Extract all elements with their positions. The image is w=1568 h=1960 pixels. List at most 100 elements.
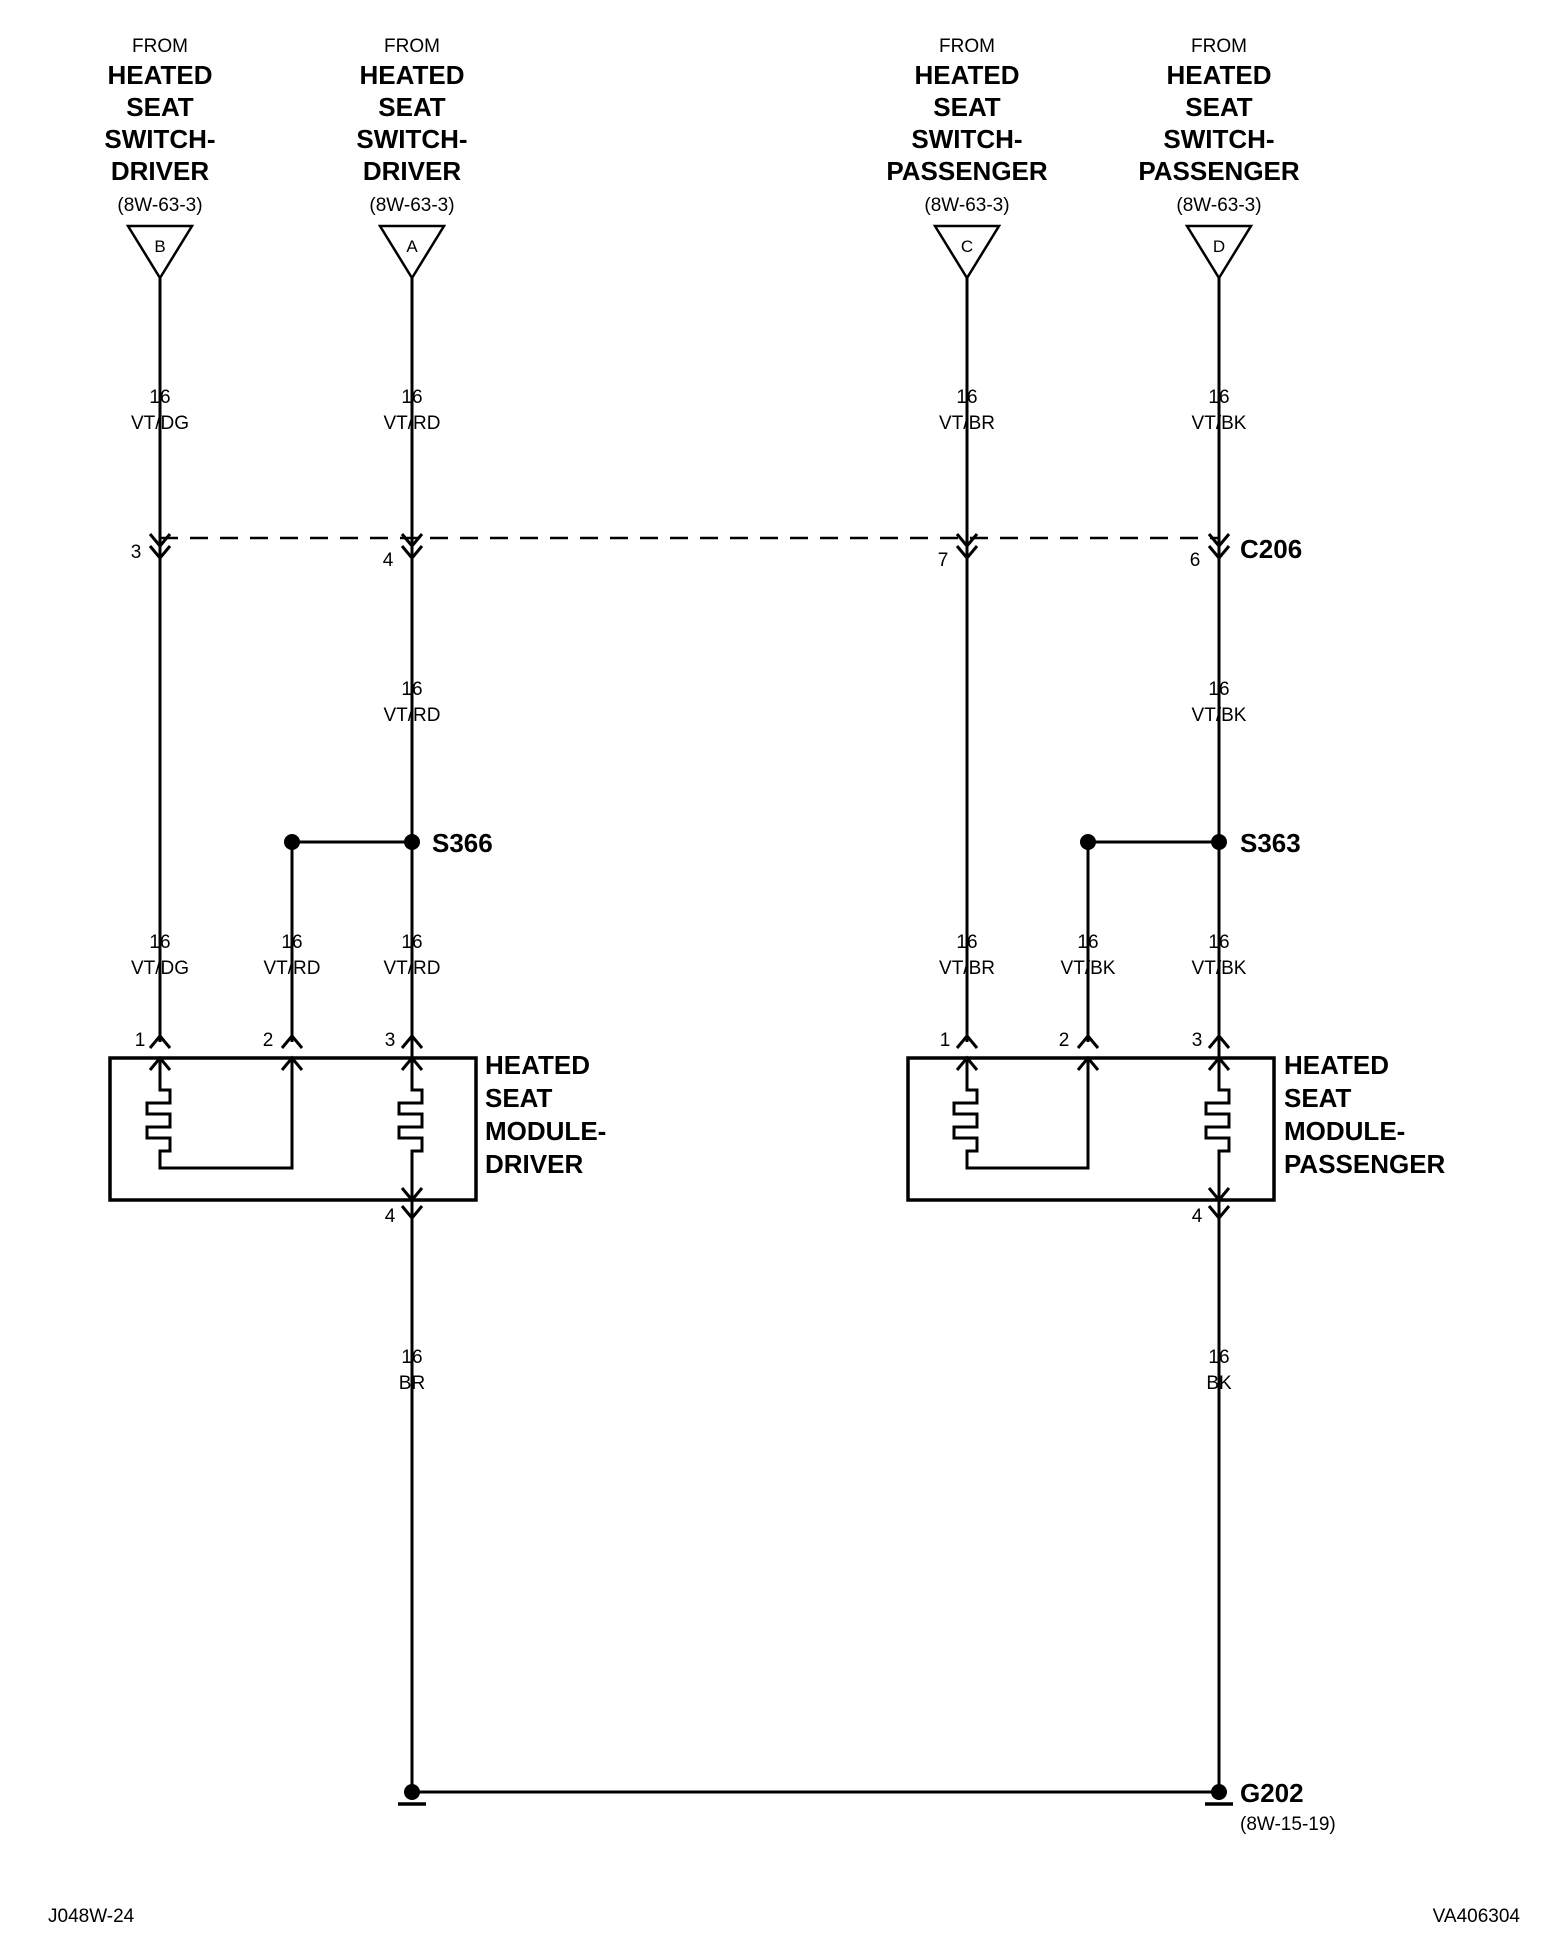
source-name-line: SWITCH- — [104, 124, 215, 154]
wire-gauge: 16 — [956, 387, 977, 408]
upper-wire-label-1: 16 VT/DG — [131, 387, 189, 434]
wire-gauge: 16 — [401, 1347, 422, 1368]
module-pin-mark — [148, 1033, 172, 1049]
connector-pin-mark — [148, 533, 172, 549]
wire-color: BR — [399, 1373, 425, 1394]
module-pin-mark — [1076, 1033, 1100, 1049]
module-name-line: HEATED — [485, 1050, 590, 1080]
source-from-text: FROM — [939, 36, 995, 57]
module-pin-mark — [280, 1033, 304, 1049]
c206-pin-number: 7 — [938, 550, 949, 571]
connector-triangle-b: B — [125, 224, 195, 281]
upper-wire-label-4: 16 VT/BK — [1192, 387, 1247, 434]
module-name-line: HEATED — [1284, 1050, 1389, 1080]
connector-pin-mark — [1207, 545, 1231, 561]
source-label-driver-a: FROM HEATED SEAT SWITCH- DRIVER (8W-63-3… — [356, 36, 467, 216]
wire-color: VT/RD — [384, 705, 441, 726]
splice-s366: S366 — [284, 828, 493, 858]
source-ref-text: (8W-63-3) — [369, 195, 454, 216]
wire-color: VT/BK — [1192, 413, 1247, 434]
splice-dot — [1080, 834, 1096, 850]
connector-pin-mark — [148, 545, 172, 561]
connector-pin-mark — [400, 533, 424, 549]
wire-gauge: 16 — [1208, 1347, 1229, 1368]
c206-pin-number: 4 — [383, 550, 394, 571]
wire-gauge: 16 — [401, 679, 422, 700]
heater-element — [397, 1058, 424, 1200]
module-pin-mark — [400, 1033, 424, 1049]
ground-ref: (8W-15-19) — [1240, 1814, 1336, 1835]
heater-element — [1204, 1058, 1231, 1200]
wire-gauge: 16 — [281, 932, 302, 953]
module-wire-label-3: 16 VT/RD — [384, 932, 441, 979]
source-name-line: SEAT — [933, 92, 1001, 122]
wire-gauge: 16 — [1077, 932, 1098, 953]
module-wire-label-6: 16 VT/BK — [1192, 932, 1247, 979]
wire-color: VT/BK — [1061, 958, 1116, 979]
source-name-line: HEATED — [915, 60, 1020, 90]
heated-seat-module-driver: 1 2 3 4 HEATED SEAT MODULE- DRIVER — [108, 1030, 606, 1227]
splice-dot — [1211, 834, 1227, 850]
source-name-line: SEAT — [126, 92, 194, 122]
module-pin-number: 3 — [1192, 1030, 1203, 1051]
source-name-line: DRIVER — [363, 156, 461, 186]
connector-pin-mark — [400, 545, 424, 561]
connector-letter: D — [1213, 237, 1225, 256]
wire-gauge: 16 — [956, 932, 977, 953]
source-label-passenger-d: FROM HEATED SEAT SWITCH- PASSENGER (8W-6… — [1138, 36, 1300, 216]
heater-element — [952, 1058, 1090, 1170]
module-pin-number: 2 — [263, 1030, 274, 1051]
module-name-line: MODULE- — [1284, 1116, 1405, 1146]
wire-color: VT/DG — [131, 413, 189, 434]
source-name-line: HEATED — [360, 60, 465, 90]
connector-pin-mark — [955, 533, 979, 549]
wire-color: VT/BR — [939, 413, 995, 434]
ground-wire-label-passenger: 16 BK — [1206, 1347, 1232, 1394]
module-pin-mark — [400, 1205, 424, 1221]
source-label-passenger-c: FROM HEATED SEAT SWITCH- PASSENGER (8W-6… — [886, 36, 1048, 216]
module-box — [906, 1056, 1276, 1202]
module-name-line: SEAT — [1284, 1083, 1352, 1113]
c206-pin-marks — [148, 533, 1231, 561]
wire-color: VT/BK — [1192, 958, 1247, 979]
wire-gauge: 16 — [401, 932, 422, 953]
connector-letter: A — [406, 237, 418, 256]
wire-color: VT/RD — [384, 958, 441, 979]
connector-pin-mark — [955, 545, 979, 561]
module-internal-arrow — [400, 1187, 424, 1203]
wire-gauge: 16 — [149, 932, 170, 953]
source-name-line: HEATED — [1167, 60, 1272, 90]
source-from-text: FROM — [384, 36, 440, 57]
wire-color: VT/RD — [264, 958, 321, 979]
splice-s363: S363 — [1080, 828, 1301, 858]
connector-triangle-a: A — [377, 224, 447, 281]
connector-triangle-c: C — [932, 224, 1002, 281]
module-pin-mark — [955, 1033, 979, 1049]
source-name-line: HEATED — [108, 60, 213, 90]
splice-label: S363 — [1240, 828, 1301, 858]
wire-color: VT/BR — [939, 958, 995, 979]
module-pin-mark — [1207, 1033, 1231, 1049]
wire-color: BK — [1206, 1373, 1232, 1394]
c206-pin-number: 3 — [131, 542, 142, 563]
ground-dot — [404, 1784, 420, 1800]
source-name-line: PASSENGER — [1138, 156, 1300, 186]
ground-g202: G202 (8W-15-19) — [398, 1778, 1336, 1835]
module-wire-label-2: 16 VT/RD — [264, 932, 321, 979]
source-ref-text: (8W-63-3) — [1176, 195, 1261, 216]
module-name-line: DRIVER — [485, 1149, 583, 1179]
wire-gauge: 16 — [149, 387, 170, 408]
splice-dot — [404, 834, 420, 850]
module-pin-mark — [1207, 1205, 1231, 1221]
splice-label: S366 — [432, 828, 493, 858]
module-name-line: MODULE- — [485, 1116, 606, 1146]
c206-label: C206 — [1240, 534, 1302, 564]
module-name-line: SEAT — [485, 1083, 553, 1113]
source-from-text: FROM — [132, 36, 188, 57]
module-wire-label-4: 16 VT/BR — [939, 932, 995, 979]
ground-label: G202 — [1240, 1778, 1304, 1808]
upper-wire-label-2: 16 VT/RD — [384, 387, 441, 434]
c206-pin-number: 6 — [1190, 550, 1201, 571]
module-name-line: PASSENGER — [1284, 1149, 1446, 1179]
